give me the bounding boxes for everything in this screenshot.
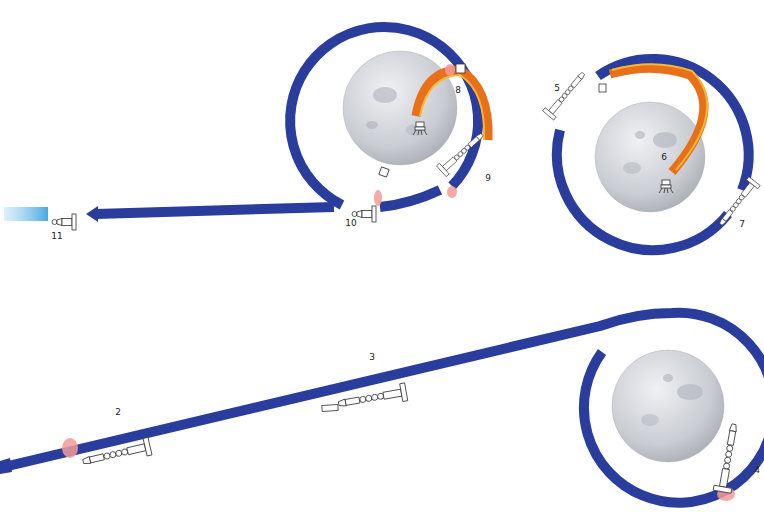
callout-number: 7: [738, 219, 746, 230]
callout-number: 2: [114, 407, 122, 418]
callout-number: 4: [753, 465, 761, 476]
callout-number: 8: [454, 85, 462, 96]
spacecraft: [52, 64, 760, 493]
callout-number: 6: [660, 152, 668, 163]
callout-number: 9: [484, 173, 492, 184]
callout-number: 11: [50, 231, 63, 242]
engine-flame: [62, 64, 735, 501]
trajectory: [8, 27, 764, 503]
trajectory-arrowhead: [86, 206, 98, 222]
trajectory-start: [0, 458, 12, 474]
moon: [612, 350, 724, 462]
moon: [343, 51, 457, 165]
callout-number: 10: [344, 218, 357, 229]
callout-number: 5: [553, 83, 561, 94]
exhaust-trail: [4, 207, 48, 221]
callout-number: 3: [368, 352, 376, 363]
